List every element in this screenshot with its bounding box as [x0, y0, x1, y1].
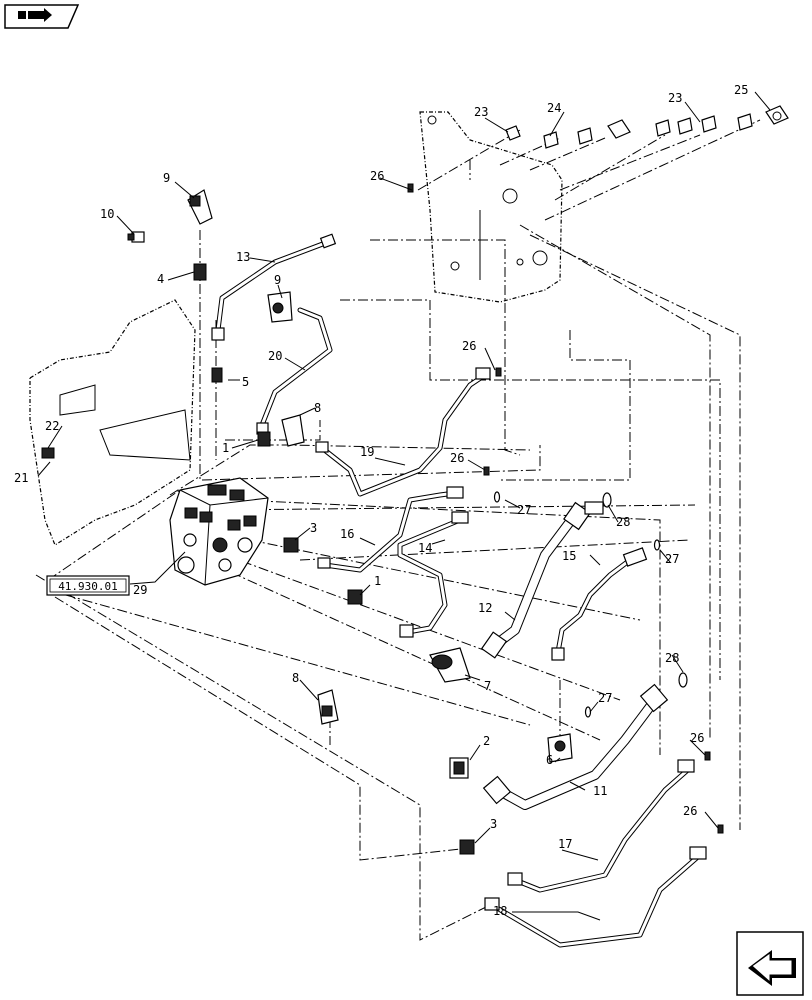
callout-10: 10: [100, 207, 114, 221]
tube-13: [211, 233, 337, 341]
callout-4: 4: [157, 272, 164, 286]
callout-1-upper: 1: [222, 441, 229, 455]
callout-26-e: 26: [683, 804, 697, 818]
next-page-arrow-icon[interactable]: [736, 931, 804, 996]
callout-28-lower: 28: [665, 651, 679, 665]
tube-17: [507, 759, 695, 893]
tube-16: [317, 486, 464, 573]
callout-18: 18: [493, 904, 507, 918]
bulkhead-nut-23: [505, 113, 753, 141]
callout-5: 5: [242, 375, 249, 389]
elbow-fitting-9-upper: [187, 189, 213, 225]
callout-12: 12: [478, 601, 492, 615]
book-arrow-icon[interactable]: [4, 4, 80, 29]
adapter-4: [193, 263, 207, 281]
bulkhead-nut-25: [765, 105, 789, 125]
callout-26-d: 26: [690, 731, 704, 745]
adapter-3-lower: [459, 839, 475, 855]
callout-26-a: 26: [370, 169, 384, 183]
callout-23-right: 23: [668, 91, 682, 105]
mounting-bracket-left: [29, 299, 196, 546]
callout-leaders: [37, 91, 771, 921]
callout-25: 25: [734, 83, 748, 97]
callout-3-lower: 3: [490, 817, 497, 831]
callout-29: 29: [133, 583, 147, 597]
bulkhead-nut-24: [543, 119, 631, 149]
callout-20: 20: [268, 349, 282, 363]
hose-12: [480, 501, 604, 659]
screw-22: [41, 447, 55, 459]
reference-box[interactable]: 41.930.01: [46, 575, 130, 596]
callout-2: 2: [483, 734, 490, 748]
callout-16: 16: [340, 527, 354, 541]
callout-21: 21: [14, 471, 28, 485]
adapter-2: [449, 757, 469, 779]
callout-6: 6: [546, 753, 553, 767]
adapter-1-upper: [257, 431, 271, 447]
assembly-chain-lines: [35, 119, 761, 941]
elbow-fitting-9-lower: [267, 291, 293, 323]
callout-27-upper: 27: [517, 503, 531, 517]
tube-19: [315, 367, 491, 497]
mounting-bracket-right: [419, 111, 563, 303]
adapter-3-upper: [283, 537, 299, 553]
callout-24: 24: [547, 101, 561, 115]
callout-26-b: 26: [462, 339, 476, 353]
cap-26: [407, 183, 724, 834]
callout-9-lower: 9: [274, 273, 281, 287]
reference-box-label: 41.930.01: [58, 580, 118, 593]
callout-19: 19: [360, 445, 374, 459]
callout-8-lower: 8: [292, 671, 299, 685]
o-ring-28: [602, 492, 688, 688]
callout-27-mid: 27: [665, 552, 679, 566]
callout-28-upper: 28: [616, 515, 630, 529]
tube-14: [397, 511, 469, 638]
callout-9-upper: 9: [163, 171, 170, 185]
adapter-5: [211, 367, 223, 383]
elbow-fitting-7: [429, 647, 471, 683]
callout-15: 15: [562, 549, 576, 563]
tube-20: [256, 307, 333, 435]
control-valve-block: [169, 477, 269, 586]
elbow-fitting-6: [547, 733, 573, 763]
tube-18: [484, 846, 707, 948]
callout-7: 7: [484, 679, 491, 693]
callout-22: 22: [45, 419, 59, 433]
callout-3-upper: 3: [310, 521, 317, 535]
callout-8-upper: 8: [314, 401, 321, 415]
adapter-1-lower: [347, 589, 363, 605]
tube-15: [551, 547, 648, 661]
callout-14: 14: [418, 541, 432, 555]
plug-10: [127, 231, 145, 243]
callout-13: 13: [236, 250, 250, 264]
callout-labels: 9 10 4 13 9 5 20 1 8 19 16 14 27 28 15 2…: [14, 83, 748, 918]
elbow-fitting-8-lower: [317, 689, 339, 725]
elbow-fitting-8-upper: [281, 414, 305, 447]
callout-1-lower: 1: [374, 574, 381, 588]
callout-23-left: 23: [474, 105, 488, 119]
callout-26-c: 26: [450, 451, 464, 465]
callout-27-lower: 27: [598, 691, 612, 705]
callout-11: 11: [593, 784, 607, 798]
hose-11: [482, 683, 669, 810]
callout-17: 17: [558, 837, 572, 851]
